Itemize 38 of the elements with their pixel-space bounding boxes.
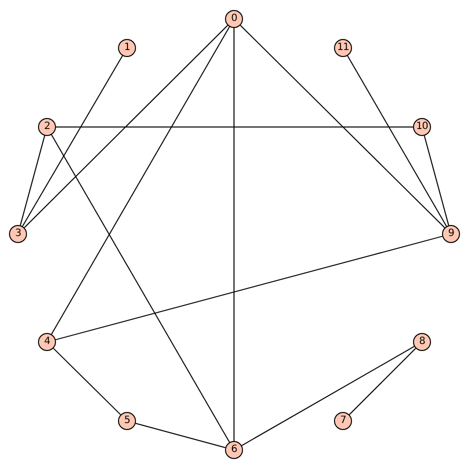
- vertex-label: 6: [231, 445, 237, 455]
- graph-vertex: [413, 118, 431, 136]
- graph-vertex: [334, 412, 352, 430]
- graph-vertex: [334, 39, 352, 57]
- graph-vertex: [442, 225, 460, 243]
- vertex-label: 3: [15, 229, 21, 239]
- vertex-label: 10: [416, 122, 428, 132]
- vertex-label: 1: [124, 43, 130, 53]
- vertex-label: 9: [448, 229, 454, 239]
- graph-vertex: [225, 441, 243, 459]
- edge-line: [24, 24, 228, 228]
- vertex-label: 8: [419, 337, 425, 347]
- graph-vertex: [38, 118, 56, 136]
- edge-line: [240, 24, 446, 228]
- graph-vertex: [413, 333, 431, 351]
- edge-line: [347, 55, 447, 227]
- edge-line: [52, 348, 122, 416]
- vertex-label: 4: [44, 337, 50, 347]
- vertex-label: 7: [340, 416, 346, 426]
- graph-vertex: [225, 10, 243, 28]
- vertex-label: 5: [124, 416, 130, 426]
- edge-line: [135, 422, 226, 448]
- edge-line: [22, 55, 123, 227]
- vertex-label: 11: [337, 43, 349, 53]
- vertex-label: 2: [44, 122, 50, 132]
- edge-line: [424, 135, 450, 226]
- edge-line: [20, 135, 46, 226]
- edge-line: [51, 134, 230, 443]
- graph-vertex: [118, 412, 136, 430]
- vertex-label: 0: [231, 14, 237, 24]
- graph-vertex: [38, 333, 56, 351]
- edge-line: [348, 348, 416, 416]
- graph-vertex: [9, 225, 27, 243]
- edge-line: [241, 346, 415, 446]
- edge-line: [55, 236, 443, 340]
- graph-vertex: [118, 39, 136, 57]
- edge-line: [51, 26, 230, 335]
- edge-line: [56, 126, 414, 128]
